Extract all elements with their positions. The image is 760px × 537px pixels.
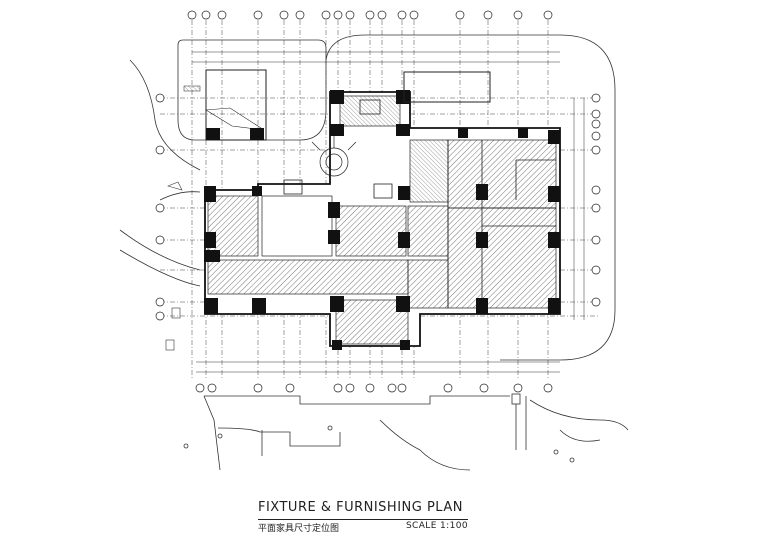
site-outline bbox=[119, 34, 616, 361]
exterior-marks bbox=[165, 181, 183, 351]
main-building bbox=[204, 90, 561, 350]
plan-title: FIXTURE & FURNISHING PLAN bbox=[258, 500, 463, 515]
landscape-outline bbox=[183, 393, 629, 471]
plan-scale: SCALE 1:100 bbox=[405, 521, 468, 531]
plan-subtitle: 平面家具尺寸定位图 bbox=[258, 524, 340, 534]
title-underline bbox=[258, 519, 468, 520]
grid-bubbles-top bbox=[187, 10, 553, 20]
structural-columns bbox=[204, 90, 560, 350]
grid-bubbles-bottom bbox=[195, 383, 553, 393]
upper-right-block bbox=[403, 71, 491, 103]
grid-bubbles-right bbox=[591, 93, 601, 307]
spiral-stair bbox=[311, 136, 357, 177]
title-block: FIXTURE & FURNISHING PLAN 平面家具尺寸定位图 SCAL… bbox=[258, 500, 468, 534]
dimension-lines bbox=[192, 51, 585, 373]
grid-bubbles-left bbox=[155, 93, 165, 321]
